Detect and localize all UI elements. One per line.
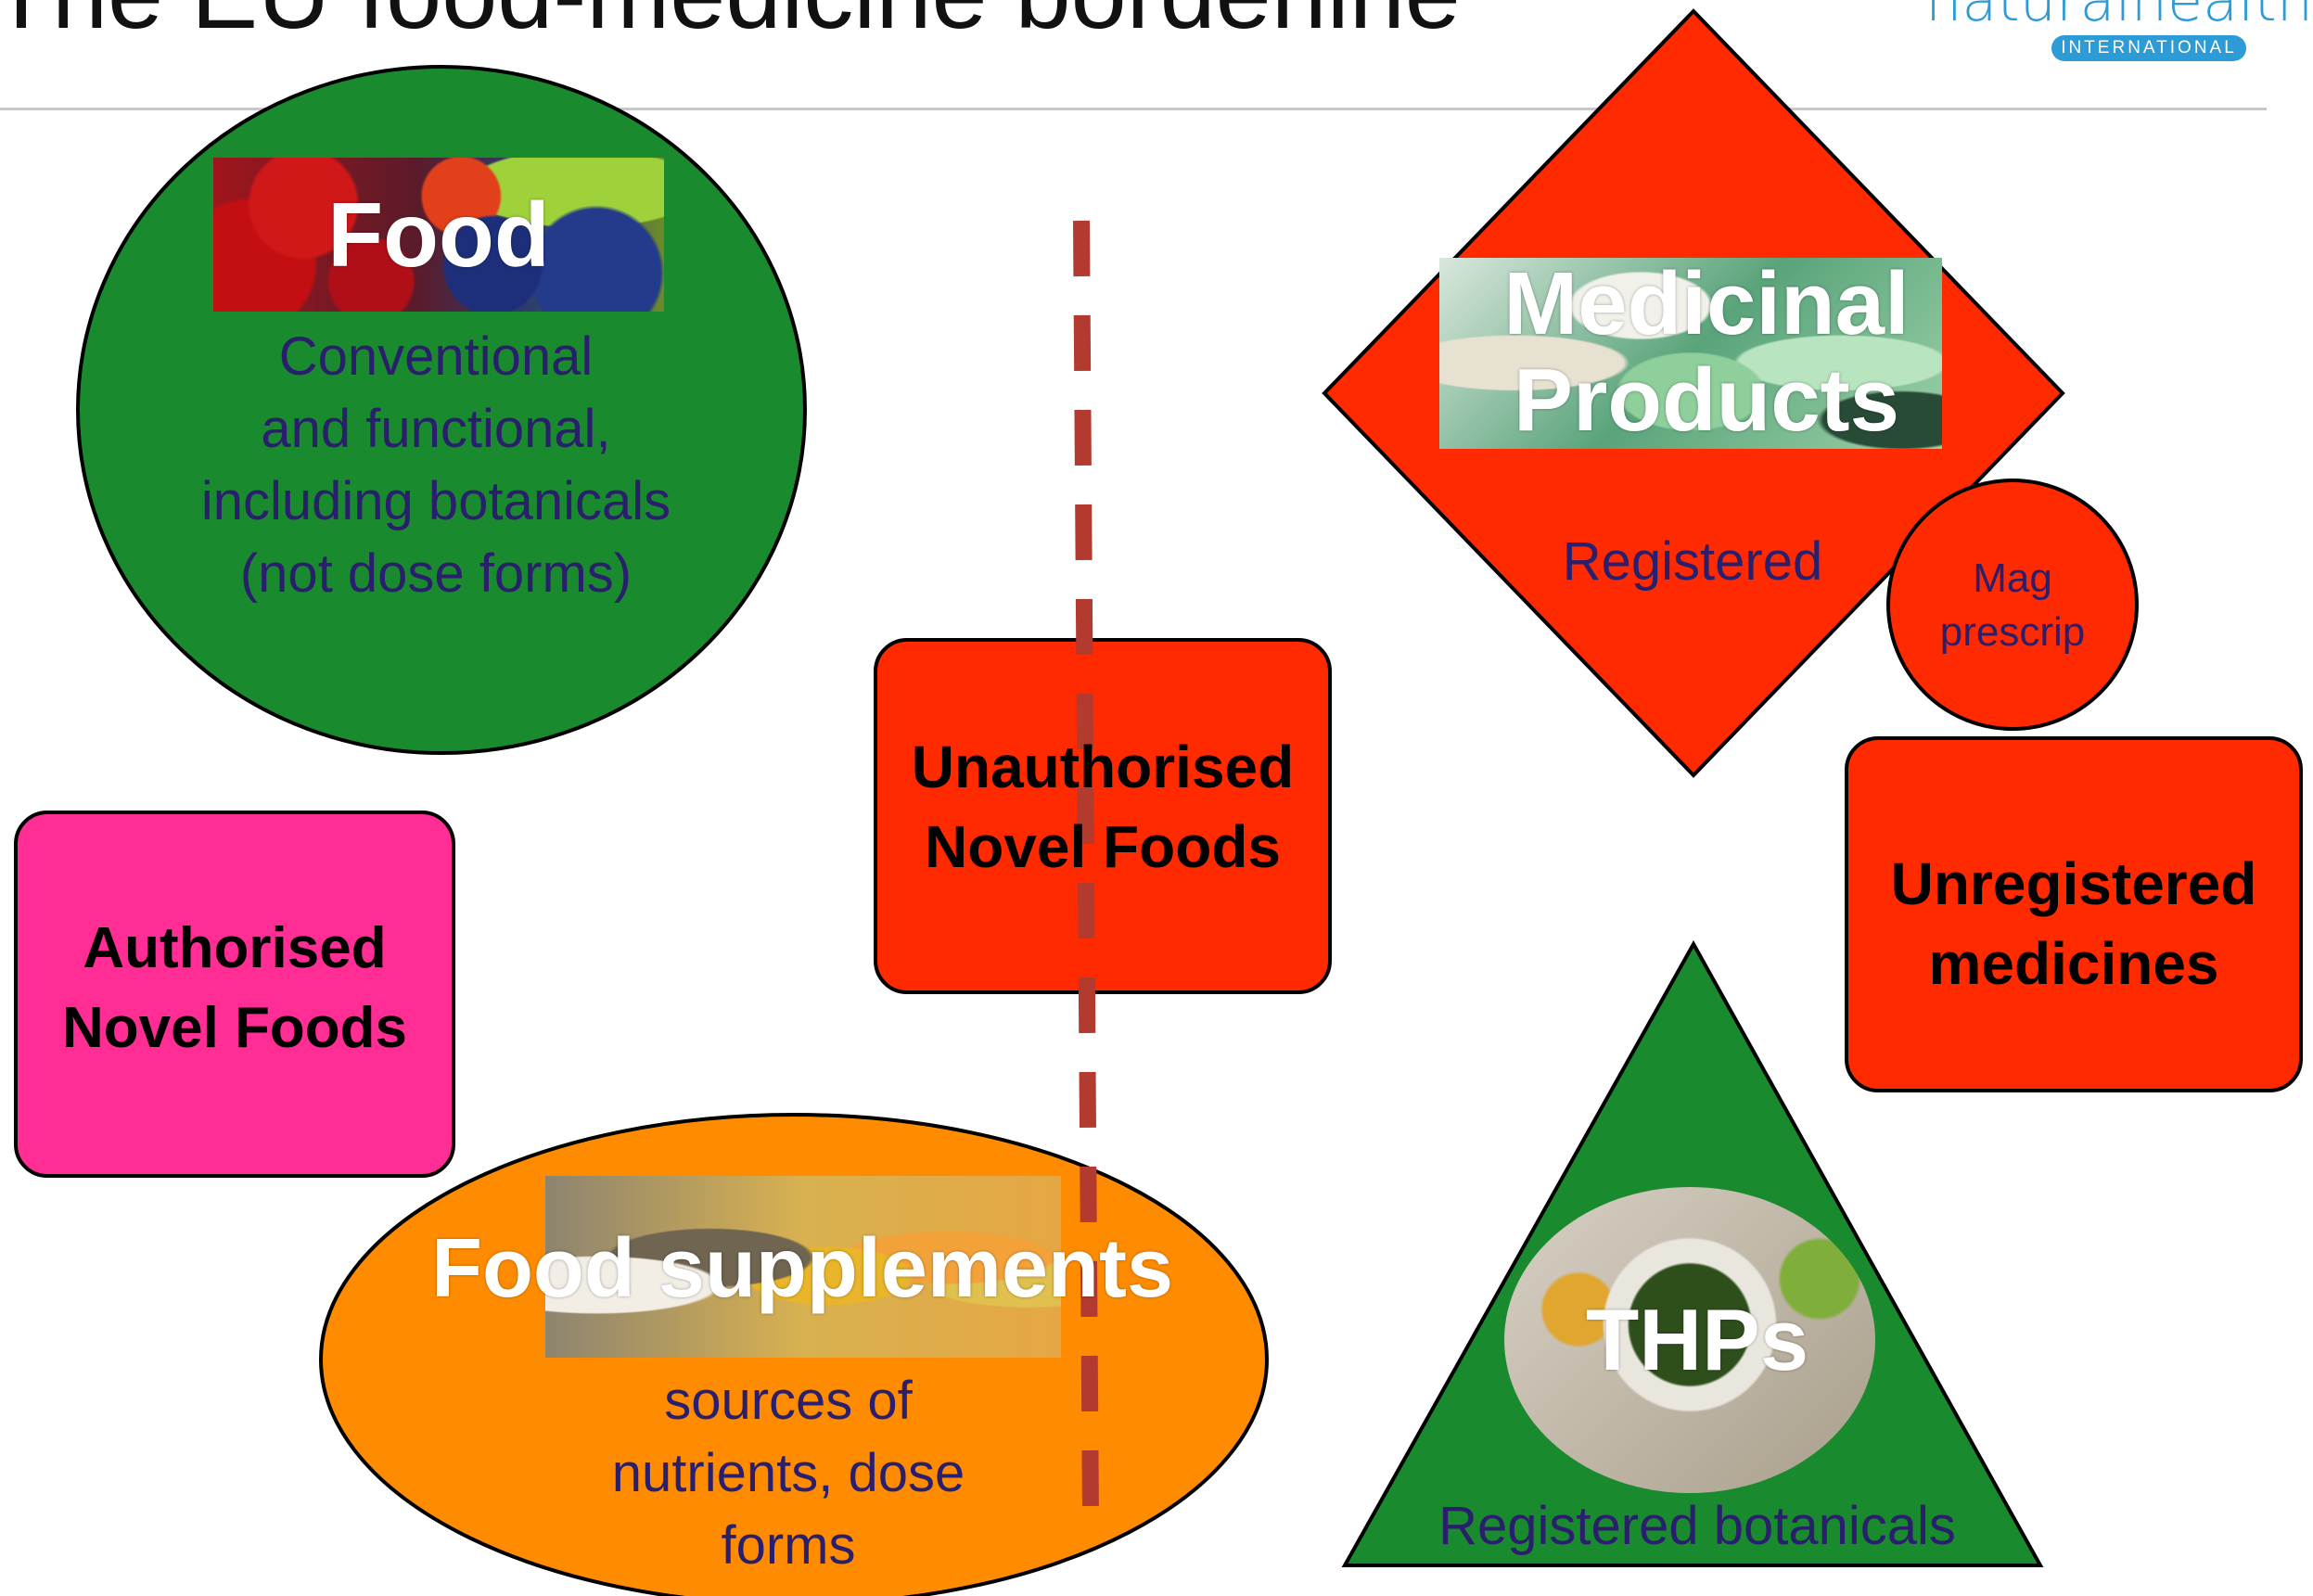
- mag-prescrip-line: Mag: [1973, 555, 2052, 601]
- unauthorised-line: Unauthorised: [911, 734, 1295, 800]
- authorised-box: [14, 811, 455, 1178]
- thps-label: THPs: [1585, 1291, 1809, 1388]
- thps-description: Registered botanicals: [1438, 1496, 1956, 1556]
- food-description: Conventional and functional, including b…: [121, 321, 751, 610]
- medicinal-description: Registered: [1562, 531, 1823, 592]
- brand-logo: naturalhealth: [1925, 0, 2313, 34]
- unauthorised-line: Novel Foods: [924, 813, 1282, 880]
- dashed-borderline: [1073, 220, 1099, 1522]
- thps-photo: [1504, 1187, 1875, 1493]
- food-photo: [213, 158, 664, 312]
- unregistered-line: Unregistered: [1890, 850, 2257, 917]
- supplements-description-line: forms: [721, 1515, 856, 1576]
- unregistered-label: Unregistered medicines: [1847, 840, 2301, 1007]
- medicinal-photo: [1439, 258, 1942, 449]
- mag-prescrip-label: Mag prescrip: [1910, 545, 2115, 666]
- authorised-line: Novel Foods: [61, 996, 408, 1060]
- food-description-line: including botanicals: [200, 471, 671, 531]
- unregistered-line: medicines: [1928, 930, 2219, 997]
- medicinal-label-line: Products: [1513, 351, 1900, 450]
- brand-tagline: INTERNATIONAL: [2051, 35, 2246, 61]
- food-description-line: and functional,: [261, 399, 611, 459]
- food-label: Food: [327, 183, 550, 286]
- medicinal-label-line: Medicinal: [1503, 254, 1910, 353]
- slide-title: The EU food-medicine borderline: [0, 0, 1461, 51]
- authorised-line: Authorised: [83, 916, 387, 980]
- food-description-line: (not dose forms): [239, 543, 633, 604]
- medicinal-label: Medicinal Products: [1391, 232, 2022, 473]
- food-description-line: Conventional: [278, 326, 594, 387]
- title-divider: [0, 108, 2267, 110]
- unregistered-box: [1845, 736, 2303, 1092]
- supplements-label: Food supplements: [430, 1221, 1174, 1315]
- supplements-description-line: sources of: [664, 1371, 913, 1431]
- supplements-description-line: nutrients, dose: [611, 1443, 965, 1503]
- mag-prescrip-line: prescrip: [1939, 609, 2086, 655]
- authorised-label: Authorised Novel Foods: [16, 905, 454, 1072]
- mag-prescrip-circle: [1886, 479, 2139, 731]
- unauthorised-box: [874, 638, 1332, 994]
- supplements-photo: [545, 1176, 1061, 1358]
- unauthorised-label: Unauthorised Novel Foods: [875, 723, 1330, 890]
- supplements-description: sources of nutrients, dose forms: [556, 1365, 1020, 1582]
